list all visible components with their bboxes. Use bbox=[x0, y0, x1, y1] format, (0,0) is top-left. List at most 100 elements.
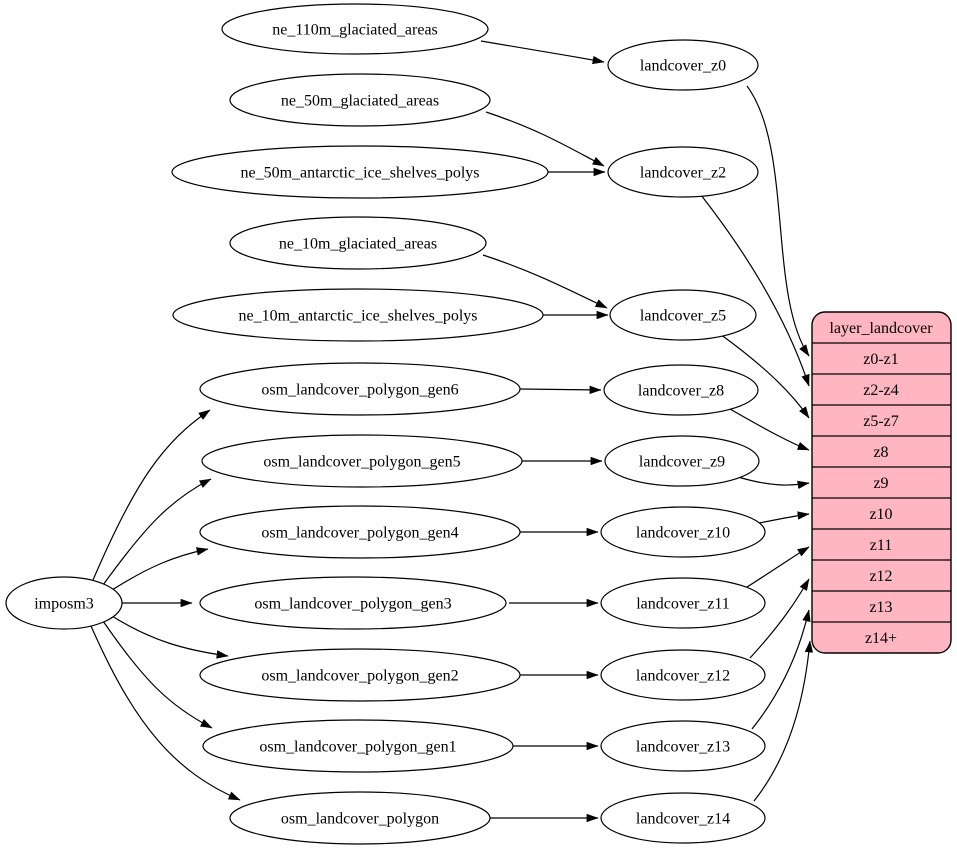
node-label: osm_landcover_polygon_gen6 bbox=[261, 382, 458, 399]
node-landcover-z9: landcover_z9 bbox=[604, 435, 760, 487]
node-shape bbox=[600, 649, 766, 701]
node-shape bbox=[600, 720, 766, 772]
node-shape bbox=[201, 434, 523, 488]
node-label: landcover_z14 bbox=[636, 811, 730, 828]
node-label: osm_landcover_polygon_gen3 bbox=[254, 596, 451, 613]
node-landcover-z8: landcover_z8 bbox=[603, 364, 759, 416]
node-shape bbox=[172, 288, 544, 342]
node-label: landcover_z9 bbox=[639, 454, 725, 471]
node-shape bbox=[600, 792, 766, 844]
node-imposm3-shape bbox=[5, 576, 123, 630]
edge-landcover-z13-to-row-z13 bbox=[751, 609, 811, 730]
table-row-z13: z13 bbox=[869, 599, 892, 616]
node-osm-landcover-polygon: osm_landcover_polygon bbox=[229, 791, 491, 845]
node-label: landcover_z11 bbox=[636, 596, 730, 613]
node-osm-landcover-polygon-gen6: osm_landcover_polygon_gen6 bbox=[199, 362, 521, 416]
node-label: ne_10m_antarctic_ice_shelves_polys bbox=[238, 308, 477, 325]
node-shape bbox=[229, 73, 491, 127]
edge-imposm3-to-osm-landcover-polygon-gen5 bbox=[102, 478, 212, 586]
node-landcover-z0: landcover_z0 bbox=[607, 39, 759, 91]
table-outline bbox=[811, 311, 952, 654]
node-osm-landcover-polygon-gen2: osm_landcover_polygon_gen2 bbox=[199, 648, 521, 702]
node-label: osm_landcover_polygon_gen2 bbox=[261, 668, 458, 685]
node-label: landcover_z5 bbox=[640, 308, 726, 325]
edge-landcover-z14-to-row-z14 bbox=[753, 640, 814, 802]
edge-landcover-z8-to-row-z8 bbox=[729, 408, 810, 451]
node-osm-landcover-polygon-gen1: osm_landcover_polygon_gen1 bbox=[202, 719, 514, 773]
edge-imposm3-to-osm-landcover-polygon-gen6 bbox=[92, 409, 211, 581]
node-label: ne_50m_antarctic_ice_shelves_polys bbox=[240, 165, 479, 182]
node-landcover-z11: landcover_z11 bbox=[600, 577, 766, 629]
edge-landcover-z2-to-row-z2-z4 bbox=[700, 194, 810, 387]
table-header-label: layer_landcover bbox=[829, 320, 933, 337]
table-row-z2-z4: z2-z4 bbox=[863, 382, 899, 399]
node-landcover-z13: landcover_z13 bbox=[600, 720, 766, 772]
edge-ne-10m-glaciated-areas-to-landcover-z5 bbox=[482, 254, 608, 309]
node-label: osm_landcover_polygon_gen1 bbox=[259, 739, 456, 756]
edge-osm-landcover-polygon-gen6-to-landcover-z8 bbox=[519, 385, 602, 395]
table-row-z14: z14+ bbox=[865, 630, 897, 647]
table-row-z11: z11 bbox=[870, 537, 893, 554]
node-shape bbox=[229, 791, 491, 845]
node-ne-50m-antarctic-ice-shelves-polys: ne_50m_antarctic_ice_shelves_polys bbox=[171, 145, 549, 199]
node-landcover-z14: landcover_z14 bbox=[600, 792, 766, 844]
table-row-z10: z10 bbox=[869, 506, 892, 523]
node-shape bbox=[221, 3, 489, 55]
node-ne-10m-glaciated-areas: ne_10m_glaciated_areas bbox=[229, 216, 487, 270]
node-osm-landcover-polygon-gen3: osm_landcover_polygon_gen3 bbox=[199, 576, 507, 630]
node-shape bbox=[600, 577, 766, 629]
node-label: landcover_z10 bbox=[636, 525, 730, 542]
node-shape bbox=[199, 576, 507, 630]
edge-imposm3-to-osm-landcover-polygon-gen4 bbox=[111, 547, 209, 591]
node-label: landcover_z2 bbox=[640, 165, 726, 182]
node-shape bbox=[607, 39, 759, 91]
node-label: osm_landcover_polygon_gen5 bbox=[263, 454, 460, 471]
node-label: landcover_z13 bbox=[636, 739, 730, 756]
node-label: landcover_z0 bbox=[640, 58, 726, 75]
node-shape bbox=[600, 506, 766, 558]
node-shape bbox=[202, 719, 514, 773]
edge-ne-110m-glaciated-areas-to-landcover-z0 bbox=[480, 40, 605, 65]
table-row-z5-z7: z5-z7 bbox=[863, 413, 899, 430]
edge-landcover-z10-to-row-z10 bbox=[758, 511, 810, 524]
node-shape bbox=[609, 289, 757, 341]
node-shape bbox=[171, 145, 549, 199]
table-layer-landcover: layer_landcover z0-z1 z2-z4 z5-z7 z8 z9 … bbox=[811, 311, 952, 654]
edge-landcover-z5-to-row-z5-z7 bbox=[719, 333, 810, 419]
node-ne-10m-antarctic-ice-shelves-polys: ne_10m_antarctic_ice_shelves_polys bbox=[172, 288, 544, 342]
table-row-z0-z1: z0-z1 bbox=[863, 351, 899, 368]
node-shape bbox=[199, 362, 521, 416]
table-row-z9: z9 bbox=[873, 475, 888, 492]
node-label: osm_landcover_polygon bbox=[281, 811, 439, 828]
node-imposm3-label: imposm3 bbox=[34, 596, 94, 613]
node-shape bbox=[199, 505, 521, 559]
node-landcover-z12: landcover_z12 bbox=[600, 649, 766, 701]
edge-landcover-z9-to-row-z9 bbox=[737, 476, 810, 490]
edge-imposm3-to-osm-landcover-polygon-gen2 bbox=[111, 615, 229, 659]
node-osm-landcover-polygon-gen5: osm_landcover_polygon_gen5 bbox=[201, 434, 523, 488]
node-label: ne_50m_glaciated_areas bbox=[281, 93, 439, 110]
node-label: osm_landcover_polygon_gen4 bbox=[261, 525, 458, 542]
table-row-z8: z8 bbox=[873, 444, 888, 461]
node-label: ne_110m_glaciated_areas bbox=[272, 22, 438, 39]
node-shape bbox=[199, 648, 521, 702]
table-row-z12: z12 bbox=[869, 568, 892, 585]
edge-imposm3-to-osm-landcover-polygon bbox=[90, 625, 241, 801]
node-shape bbox=[607, 146, 759, 198]
node-shape bbox=[229, 216, 487, 270]
node-label: ne_10m_glaciated_areas bbox=[279, 236, 437, 253]
edge-landcover-z12-to-row-z12 bbox=[749, 578, 810, 659]
node-shape bbox=[603, 364, 759, 416]
node-label: landcover_z12 bbox=[636, 668, 730, 685]
node-landcover-z5: landcover_z5 bbox=[609, 289, 757, 341]
node-label: landcover_z8 bbox=[638, 383, 724, 400]
edge-landcover-z0-to-row-z0-z1 bbox=[746, 85, 810, 357]
node-osm-landcover-polygon-gen4: osm_landcover_polygon_gen4 bbox=[199, 505, 521, 559]
node-landcover-z2: landcover_z2 bbox=[607, 146, 759, 198]
node-shape bbox=[604, 435, 760, 487]
node-imposm3: imposm3 bbox=[5, 576, 123, 630]
node-ne-110m-glaciated-areas: ne_110m_glaciated_areas bbox=[221, 3, 489, 55]
edge-layer bbox=[90, 40, 814, 823]
